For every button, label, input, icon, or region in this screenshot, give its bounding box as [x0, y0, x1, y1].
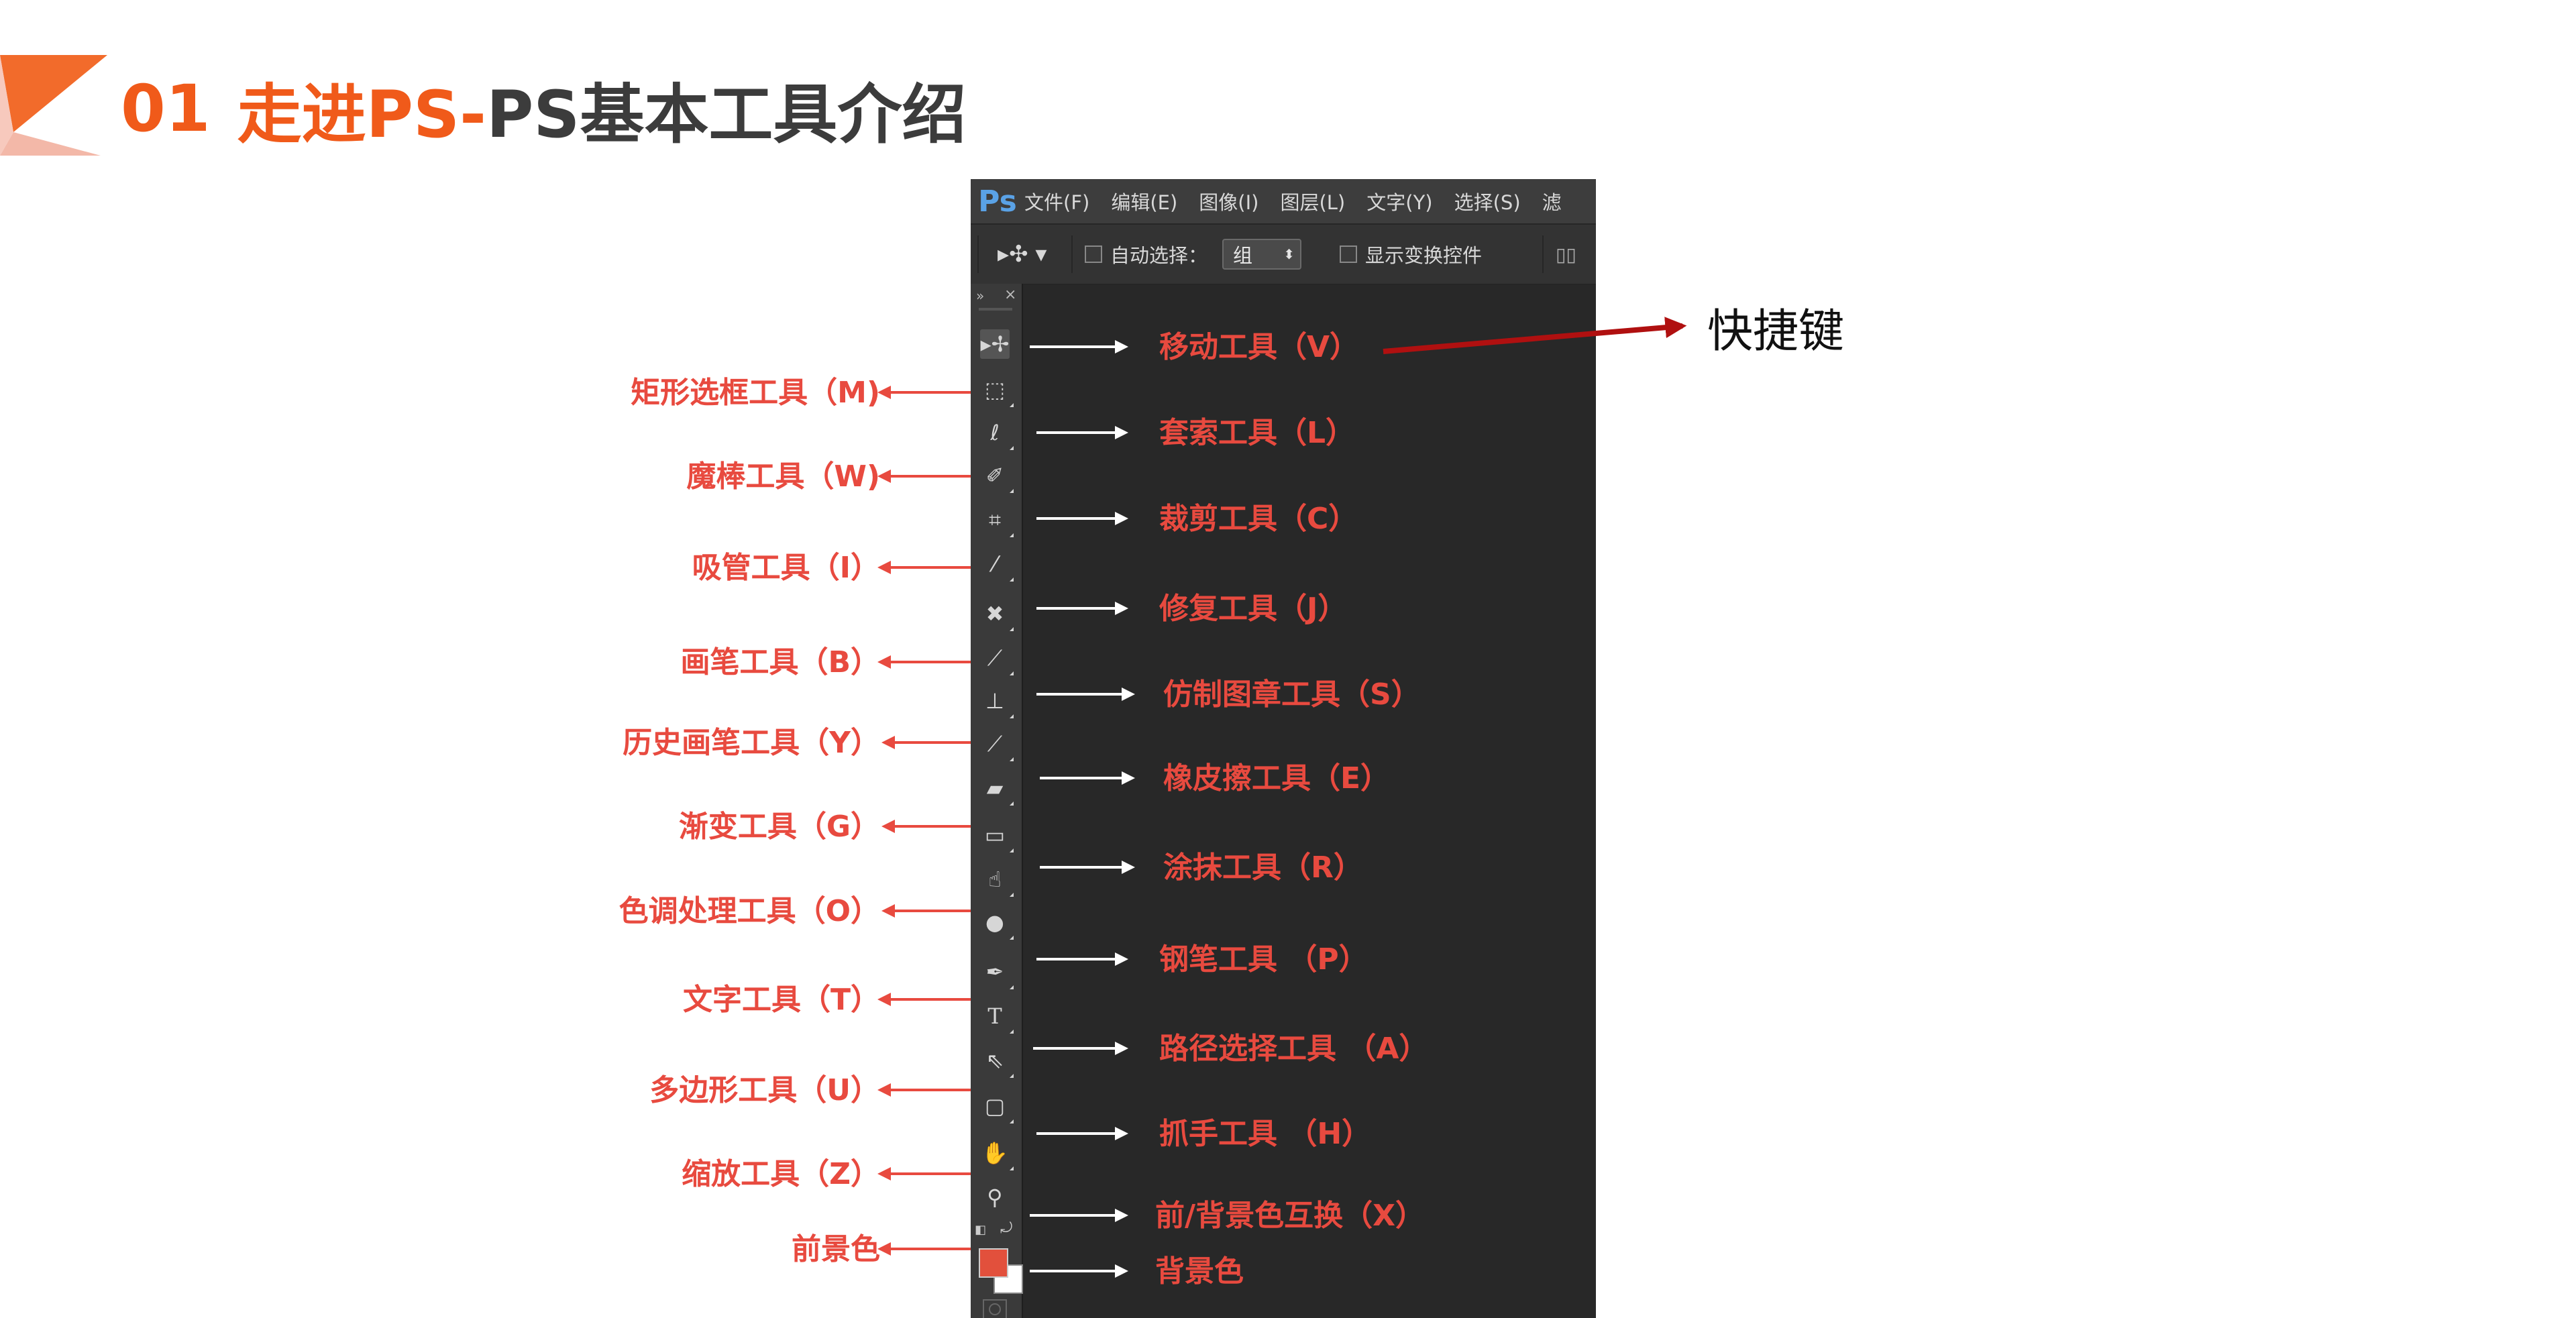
label-type-tool: 文字工具（T）: [682, 983, 880, 1017]
quick-mask-icon[interactable]: [983, 1299, 1007, 1318]
options-divider: [1542, 235, 1544, 273]
label-shape-tool: 多边形工具（U）: [649, 1073, 880, 1107]
label-magic-wand-tool: 魔棒工具（W): [686, 459, 880, 494]
label-lasso-tool: 套索工具（L）: [1159, 416, 1356, 450]
brush-tool-icon[interactable]: ⟋: [980, 643, 1014, 675]
path-select-tool-icon[interactable]: ⇖: [980, 1046, 1014, 1078]
menu-edit[interactable]: 编辑(E): [1111, 191, 1178, 214]
show-transform-checkbox[interactable]: [1340, 245, 1357, 263]
panel-collapse-icon[interactable]: »: [976, 288, 985, 304]
tools-panel: » × ▸✢ ⬚ ℓ ✐ ⌗ ⁄ ✖ ⟋ ⊥ ⟋ ▰ ▭ ☝ ● ✒ T ⇖ ▢…: [971, 284, 1023, 1318]
label-hand-tool: 抓手工具 （H）: [1159, 1117, 1372, 1151]
shape-tool-icon[interactable]: ▢: [980, 1091, 1014, 1123]
label-eraser-tool: 橡皮擦工具（E）: [1163, 761, 1391, 795]
options-divider: [1071, 235, 1073, 273]
dodge-tool-icon[interactable]: ●: [980, 908, 1014, 940]
auto-select-checkbox[interactable]: [1085, 245, 1102, 263]
pen-tool-icon[interactable]: ✒: [980, 957, 1014, 989]
label-zoom-tool: 缩放工具（Z）: [682, 1157, 880, 1191]
photoshop-window: Ps 文件(F) 编辑(E) 图像(I) 图层(L) 文字(Y) 选择(S) 滤…: [971, 179, 1596, 1318]
label-dodge-tool: 色调处理工具（O）: [619, 894, 880, 928]
menu-filter[interactable]: 滤: [1542, 191, 1562, 214]
eyedropper-tool-icon[interactable]: ⁄: [980, 549, 1014, 582]
menu-select[interactable]: 选择(S): [1454, 191, 1521, 214]
label-brush-tool: 画笔工具（B）: [680, 645, 880, 679]
label-swap-colors: 前/背景色互换（X）: [1155, 1199, 1425, 1233]
label-foreground-color: 前景色: [792, 1232, 880, 1266]
arrow-shortcut: [1383, 317, 1687, 354]
auto-select-dropdown[interactable]: 组 ⬍: [1222, 239, 1301, 270]
label-path-select-tool: 路径选择工具 （A）: [1159, 1032, 1429, 1066]
title-part-1: 走进PS-: [237, 76, 486, 152]
label-clone-stamp-tool: 仿制图章工具（S）: [1163, 677, 1421, 712]
options-divider: [977, 235, 979, 273]
menu-type[interactable]: 文字(Y): [1366, 191, 1433, 214]
label-gradient-tool: 渐变工具（G）: [678, 810, 880, 844]
marquee-tool-icon[interactable]: ⬚: [980, 375, 1014, 407]
auto-select-label: 自动选择：: [1110, 244, 1208, 267]
corner-decoration-icon: [0, 55, 107, 156]
magic-wand-tool-icon[interactable]: ✐: [980, 461, 1014, 493]
swap-colors-icon[interactable]: ⤾: [1000, 1220, 1013, 1237]
options-bar: ▸✣ ▾ 自动选择： 组 ⬍ 显示变换控件 ▯▯: [971, 223, 1596, 285]
zoom-tool-icon[interactable]: ⚲: [987, 1185, 1003, 1210]
title-part-2: PS基本工具介绍: [486, 76, 967, 152]
clone-stamp-tool-icon[interactable]: ⊥: [980, 686, 1014, 718]
lasso-tool-icon[interactable]: ℓ: [980, 418, 1014, 450]
healing-tool-icon[interactable]: ✖: [980, 599, 1014, 631]
type-tool-icon[interactable]: T: [980, 1001, 1014, 1034]
smudge-tool-icon[interactable]: ☝: [980, 865, 1014, 897]
label-crop-tool: 裁剪工具（C）: [1159, 502, 1358, 536]
show-transform-label: 显示变换控件: [1365, 244, 1483, 267]
label-move-tool: 移动工具（V）: [1159, 330, 1360, 364]
crop-tool-icon[interactable]: ⌗: [980, 505, 1014, 537]
shortcut-label: 快捷键: [1707, 305, 1845, 358]
move-tool-icon[interactable]: ▸✢: [980, 329, 1010, 359]
label-background-color: 背景色: [1155, 1254, 1244, 1288]
label-smudge-tool: 涂抹工具（R）: [1163, 850, 1363, 885]
label-healing-tool: 修复工具（J）: [1159, 592, 1348, 626]
panel-grip[interactable]: [979, 308, 1012, 311]
eraser-tool-icon[interactable]: ▰: [980, 773, 1014, 806]
slide-number: 01: [121, 71, 211, 146]
menu-layer[interactable]: 图层(L): [1280, 191, 1346, 214]
label-marquee-tool: 矩形选框工具（M): [631, 376, 880, 410]
ps-logo: Ps: [978, 184, 1017, 219]
auto-select-value: 组: [1233, 244, 1253, 267]
menu-image[interactable]: 图像(I): [1199, 191, 1259, 214]
dropdown-arrows-icon: ⬍: [1283, 246, 1295, 262]
label-pen-tool: 钢笔工具 （P）: [1159, 942, 1368, 977]
hand-tool-icon[interactable]: ✋: [980, 1138, 1014, 1170]
align-icon[interactable]: ▯▯: [1556, 243, 1576, 266]
default-colors-icon[interactable]: ◧: [975, 1223, 987, 1237]
move-preset-icon[interactable]: ▸✣ ▾: [998, 241, 1047, 268]
menu-bar: Ps 文件(F) 编辑(E) 图像(I) 图层(L) 文字(Y) 选择(S) 滤: [971, 179, 1596, 223]
history-brush-tool-icon[interactable]: ⟋: [980, 729, 1014, 761]
gradient-tool-icon[interactable]: ▭: [980, 820, 1014, 853]
label-eyedropper-tool: 吸管工具（I）: [692, 551, 880, 585]
slide-title: 01 走进PS- PS基本工具介绍: [121, 62, 966, 156]
label-history-brush-tool: 历史画笔工具（Y）: [623, 726, 880, 760]
foreground-color-swatch[interactable]: [979, 1248, 1008, 1278]
panel-close-icon[interactable]: ×: [1004, 286, 1017, 303]
menu-file[interactable]: 文件(F): [1024, 191, 1090, 214]
